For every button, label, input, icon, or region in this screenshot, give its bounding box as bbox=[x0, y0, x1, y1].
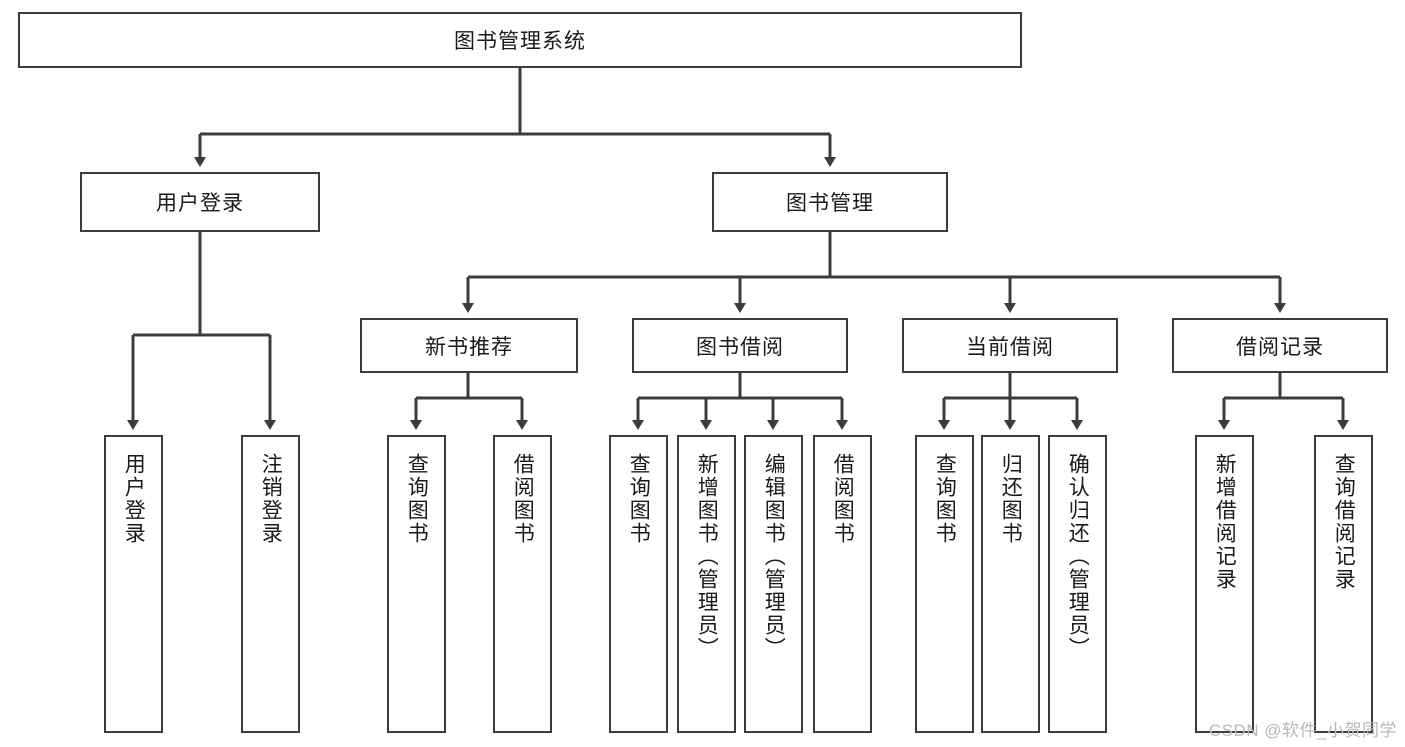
leaf-current-borrow-query-book[interactable]: 查询图书 bbox=[915, 435, 974, 733]
node-book-borrowing[interactable]: 图书借阅 bbox=[632, 318, 848, 373]
leaf-user-login-login[interactable]: 用户登录 bbox=[104, 435, 163, 733]
leaf-current-borrow-return-book[interactable]: 归还图书 bbox=[981, 435, 1040, 733]
node-new-book-recommendation[interactable]: 新书推荐 bbox=[360, 318, 578, 373]
node-label: 当前借阅 bbox=[966, 335, 1054, 359]
leaf-user-login-logout[interactable]: 注销登录 bbox=[241, 435, 300, 733]
node-label: 新增图书（管理员） bbox=[695, 453, 719, 660]
node-label: 图书管理 bbox=[786, 192, 874, 215]
node-label: 借阅图书 bbox=[831, 453, 855, 545]
node-label: 图书借阅 bbox=[696, 335, 784, 359]
leaf-book-borrow-edit-book-admin[interactable]: 编辑图书（管理员） bbox=[744, 435, 803, 733]
leaf-book-borrow-query-book[interactable]: 查询图书 bbox=[609, 435, 668, 733]
node-label: 新增借阅记录 bbox=[1213, 453, 1237, 591]
leaf-new-book-borrow-book[interactable]: 借阅图书 bbox=[493, 435, 552, 733]
node-label: 编辑图书（管理员） bbox=[762, 453, 786, 660]
leaf-book-borrow-borrow-book[interactable]: 借阅图书 bbox=[813, 435, 872, 733]
leaf-borrow-record-query-record[interactable]: 查询借阅记录 bbox=[1314, 435, 1373, 733]
leaf-borrow-record-add-record[interactable]: 新增借阅记录 bbox=[1195, 435, 1254, 733]
node-label: 新书推荐 bbox=[425, 335, 513, 359]
node-label: 查询借阅记录 bbox=[1332, 453, 1356, 591]
watermark: CSDN @软件_小贺同学 bbox=[1208, 721, 1397, 740]
node-label: 借阅图书 bbox=[511, 453, 535, 545]
node-borrow-records[interactable]: 借阅记录 bbox=[1172, 318, 1388, 373]
node-label: 借阅记录 bbox=[1236, 335, 1324, 359]
node-current-borrowing[interactable]: 当前借阅 bbox=[902, 318, 1118, 373]
leaf-new-book-query-book[interactable]: 查询图书 bbox=[387, 435, 446, 733]
leaf-current-borrow-confirm-return-admin[interactable]: 确认归还（管理员） bbox=[1048, 435, 1107, 733]
node-book-management[interactable]: 图书管理 bbox=[712, 172, 948, 232]
node-root-book-management-system[interactable]: 图书管理系统 bbox=[18, 12, 1022, 68]
node-label: 归还图书 bbox=[999, 453, 1023, 545]
node-label: 注销登录 bbox=[259, 453, 283, 545]
node-label: 查询图书 bbox=[933, 453, 957, 545]
leaf-book-borrow-add-book-admin[interactable]: 新增图书（管理员） bbox=[677, 435, 736, 733]
node-label: 查询图书 bbox=[405, 453, 429, 545]
node-user-login[interactable]: 用户登录 bbox=[80, 172, 320, 232]
node-label: 图书管理系统 bbox=[454, 30, 586, 53]
node-label: 确认归还（管理员） bbox=[1066, 453, 1090, 660]
node-label: 查询图书 bbox=[627, 453, 651, 545]
node-label: 用户登录 bbox=[122, 453, 146, 545]
node-label: 用户登录 bbox=[156, 192, 244, 215]
